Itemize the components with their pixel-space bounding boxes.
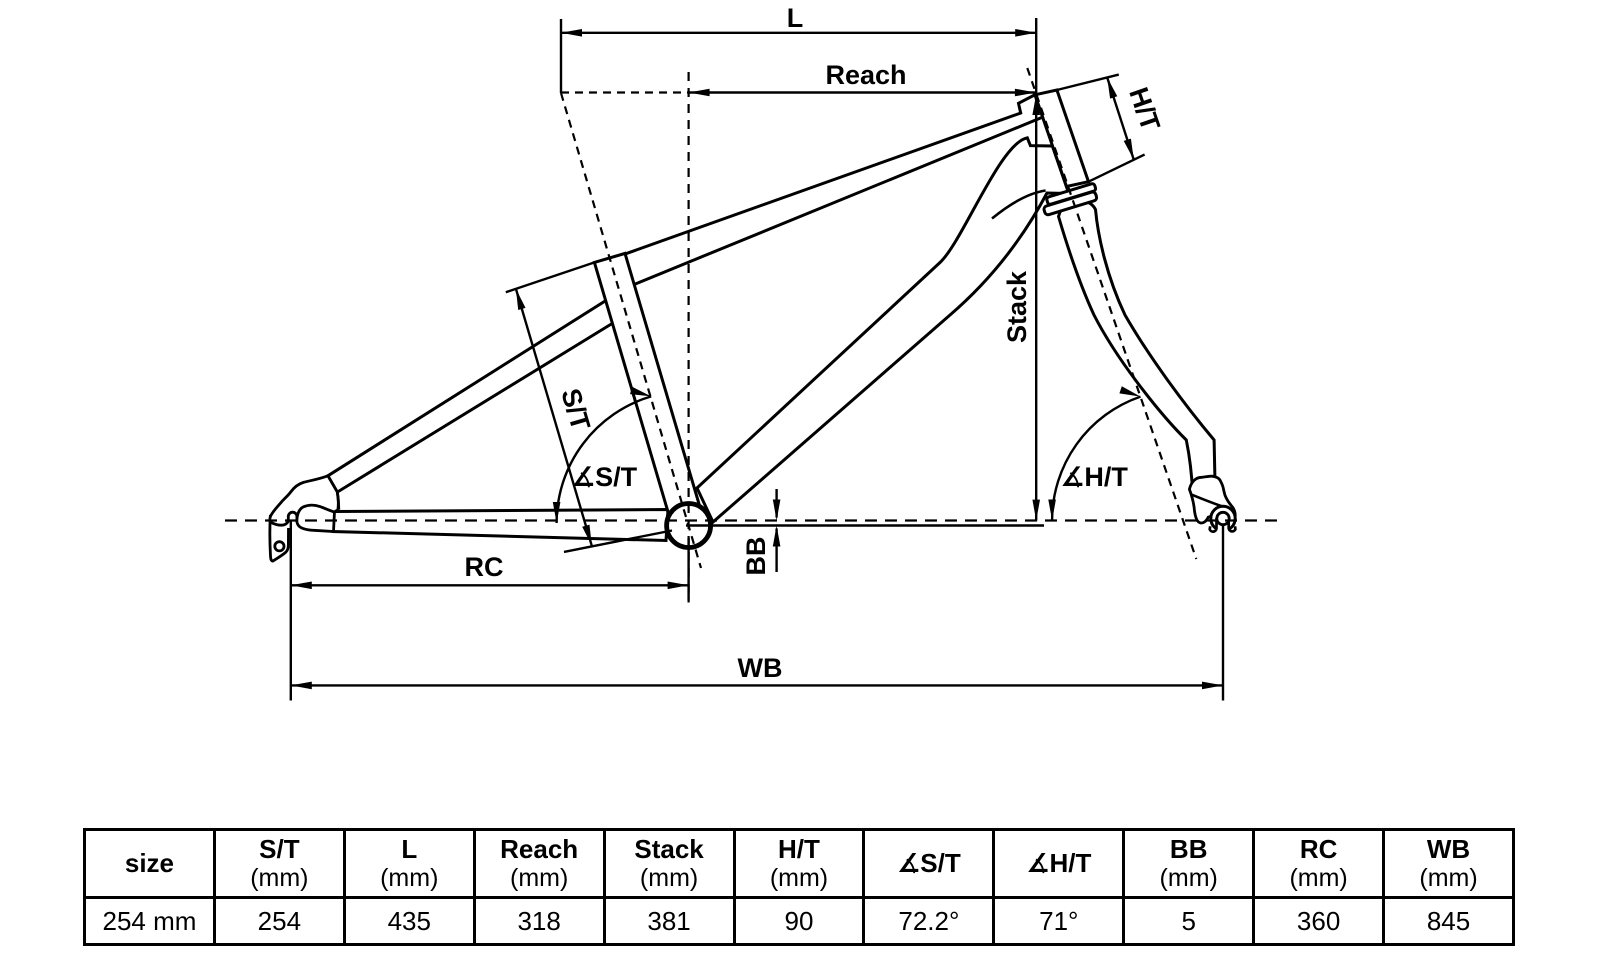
table-header-5: H/T(mm) <box>732 828 866 899</box>
table-value-8: 5 <box>1122 896 1256 946</box>
table-header-10: WB(mm) <box>1382 828 1515 899</box>
table-value-9: 360 <box>1252 896 1386 946</box>
table-value-0: 254 mm <box>83 896 216 946</box>
table-header-4: Stack(mm) <box>602 828 736 899</box>
table-value-10: 845 <box>1382 896 1515 946</box>
label-top-tube-length: L <box>787 3 804 33</box>
table-value-3: 318 <box>472 896 606 946</box>
label-rear-center: RC <box>465 552 504 582</box>
label-head-tube: H/T <box>1123 84 1166 135</box>
label-wheelbase: WB <box>738 653 783 683</box>
table-header-9: RC(mm) <box>1252 828 1386 899</box>
table-header-2: L(mm) <box>342 828 476 899</box>
table-value-2: 435 <box>342 896 476 946</box>
table-header-row: size S/T(mm) L(mm) Reach(mm) Stack(mm) H… <box>83 828 1515 899</box>
table-header-6: ∡S/T <box>862 828 996 899</box>
table-header-7: ∡H/T <box>992 828 1126 899</box>
label-seat-tube-angle: ∡S/T <box>571 462 638 492</box>
table-header-0: size <box>83 828 216 899</box>
dimension-lines <box>290 29 1223 690</box>
table-value-5: 90 <box>732 896 866 946</box>
label-reach: Reach <box>825 60 906 90</box>
table-header-3: Reach(mm) <box>472 828 606 899</box>
table-header-1: S/T(mm) <box>212 828 346 899</box>
geometry-size-table: size S/T(mm) L(mm) Reach(mm) Stack(mm) H… <box>83 828 1515 946</box>
dimension-labels: L Reach H/T Stack S/T ∡S/T ∡H/T BB RC WB <box>465 3 1166 683</box>
label-bb-drop: BB <box>741 537 771 576</box>
label-head-tube-angle: ∡H/T <box>1060 462 1128 492</box>
table-header-8: BB(mm) <box>1122 828 1256 899</box>
label-stack: Stack <box>1002 270 1032 343</box>
table-value-6: 72.2° <box>862 896 996 946</box>
label-seat-tube: S/T <box>555 385 596 434</box>
table-value-1: 254 <box>212 896 346 946</box>
table-value-row: 254 mm 254 435 318 381 90 72.2° 71° 5 36… <box>83 896 1515 946</box>
table-value-7: 71° <box>992 896 1126 946</box>
table-value-4: 381 <box>602 896 736 946</box>
